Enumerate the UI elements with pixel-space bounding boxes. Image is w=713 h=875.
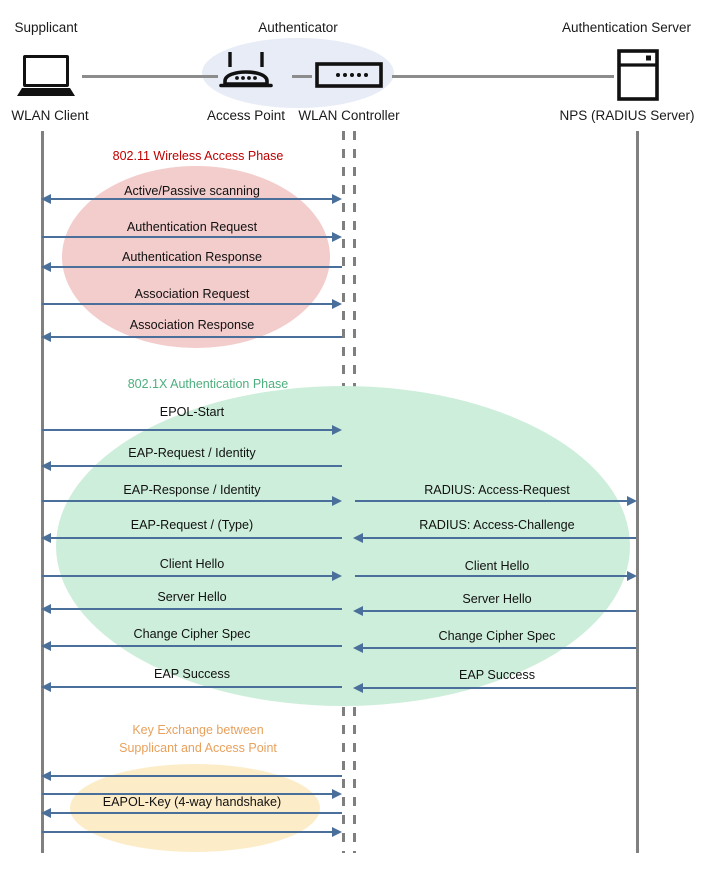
actor-role-authentication-server: Authentication Server [561, 20, 692, 35]
phase-80211-ellipse [62, 166, 330, 348]
arrow-head-left [41, 807, 51, 818]
message-arrow [44, 686, 342, 688]
arrow-head-left [41, 460, 51, 471]
actor-device-access-point: Access Point [206, 108, 286, 123]
arrow-head-left [41, 331, 51, 342]
message-arrow [44, 775, 342, 777]
actor-device-wlan-client: WLAN Client [11, 108, 89, 123]
arrow-head-left [41, 261, 51, 272]
message-label: Association Request [134, 287, 250, 301]
arrow-head-right [332, 495, 342, 506]
message-arrow [358, 537, 636, 539]
actor-device-wlan-controller: WLAN Controller [298, 108, 400, 123]
message-label: Authentication Response [121, 250, 263, 264]
message-label: Client Hello [159, 557, 225, 571]
arrow-head-left [353, 682, 363, 693]
network-switch-glyph [315, 62, 383, 88]
wireless-router-glyph [219, 52, 273, 88]
arrow-head-left [41, 532, 51, 543]
message-label: EAP Success [458, 668, 536, 682]
network-switch-icon [315, 62, 383, 88]
message-arrow [44, 537, 342, 539]
message-label: Server Hello [462, 592, 532, 606]
message-arrow [358, 647, 636, 649]
connector-client-ap [82, 75, 218, 78]
arrow-head-right [332, 424, 342, 435]
phase-8021x-caption: 802.1X Authentication Phase [127, 377, 289, 391]
message-label: RADIUS: Access-Challenge [419, 518, 575, 532]
message-label: Authentication Request [126, 220, 258, 234]
phase-keyexchange-caption: Key Exchange between Supplicant and Acce… [119, 723, 277, 755]
message-label: EAP-Request / Identity [128, 446, 256, 460]
arrow-head-right [627, 495, 637, 506]
message-arrow [44, 336, 342, 338]
arrow-head-right [332, 570, 342, 581]
message-label: Active/Passive scanning [124, 184, 260, 198]
arrow-head-right [332, 231, 342, 242]
message-arrow [42, 831, 338, 833]
lifeline-supplicant [41, 131, 44, 853]
message-label: EAP-Response / Identity [123, 483, 261, 497]
message-label: Change Cipher Spec [438, 629, 556, 643]
arrow-head-left [41, 193, 51, 204]
arrow-head-right [627, 570, 637, 581]
message-label: Client Hello [464, 559, 530, 573]
server-icon [617, 49, 659, 101]
message-arrow [355, 500, 633, 502]
arrow-head-left [41, 770, 51, 781]
message-label: EAP-Request / (Type) [130, 518, 254, 532]
message-arrow [42, 303, 338, 305]
message-label: RADIUS: Access-Request [424, 483, 570, 497]
message-arrow [44, 608, 342, 610]
arrow-head-right [332, 298, 342, 309]
phase-80211-caption: 802.11 Wireless Access Phase [112, 149, 284, 163]
message-arrow [44, 645, 342, 647]
server-glyph [617, 49, 659, 101]
arrow-head-left [41, 603, 51, 614]
phase-keyexchange-ellipse [70, 764, 320, 852]
lifeline-auth-server [636, 131, 639, 853]
message-arrow [42, 500, 338, 502]
laptop-icon [17, 55, 75, 97]
message-label: Change Cipher Spec [133, 627, 251, 641]
message-arrow [42, 793, 338, 795]
arrow-head-left [353, 642, 363, 653]
actor-device-nps-radius-server: NPS (RADIUS Server) [559, 108, 695, 123]
connector-ap-controller [292, 75, 312, 78]
arrow-head-right [332, 788, 342, 799]
arrow-head-left [41, 681, 51, 692]
message-label: Server Hello [157, 590, 227, 604]
actor-role-supplicant: Supplicant [14, 20, 78, 35]
arrow-head-left [353, 532, 363, 543]
wireless-router-icon [218, 50, 274, 92]
message-arrow [44, 266, 342, 268]
message-arrow [44, 465, 342, 467]
message-label: EAP Success [153, 667, 231, 681]
arrow-head-left [353, 605, 363, 616]
connector-controller-server [392, 75, 614, 78]
message-arrow [358, 610, 636, 612]
message-arrow [44, 812, 342, 814]
message-arrow [358, 687, 636, 689]
message-arrow [42, 575, 338, 577]
message-label: EPOL-Start [159, 405, 225, 419]
message-label: EAPOL-Key (4-way handshake) [102, 795, 282, 809]
arrow-head-right [332, 193, 342, 204]
arrow-head-left [41, 640, 51, 651]
actor-role-authenticator: Authenticator [258, 20, 338, 35]
message-arrow [42, 429, 338, 431]
message-arrow [355, 575, 633, 577]
phase-8021x-ellipse [56, 386, 630, 706]
message-label: Association Response [129, 318, 255, 332]
message-arrow [42, 236, 338, 238]
message-arrow [44, 198, 338, 200]
arrow-head-right [332, 826, 342, 837]
